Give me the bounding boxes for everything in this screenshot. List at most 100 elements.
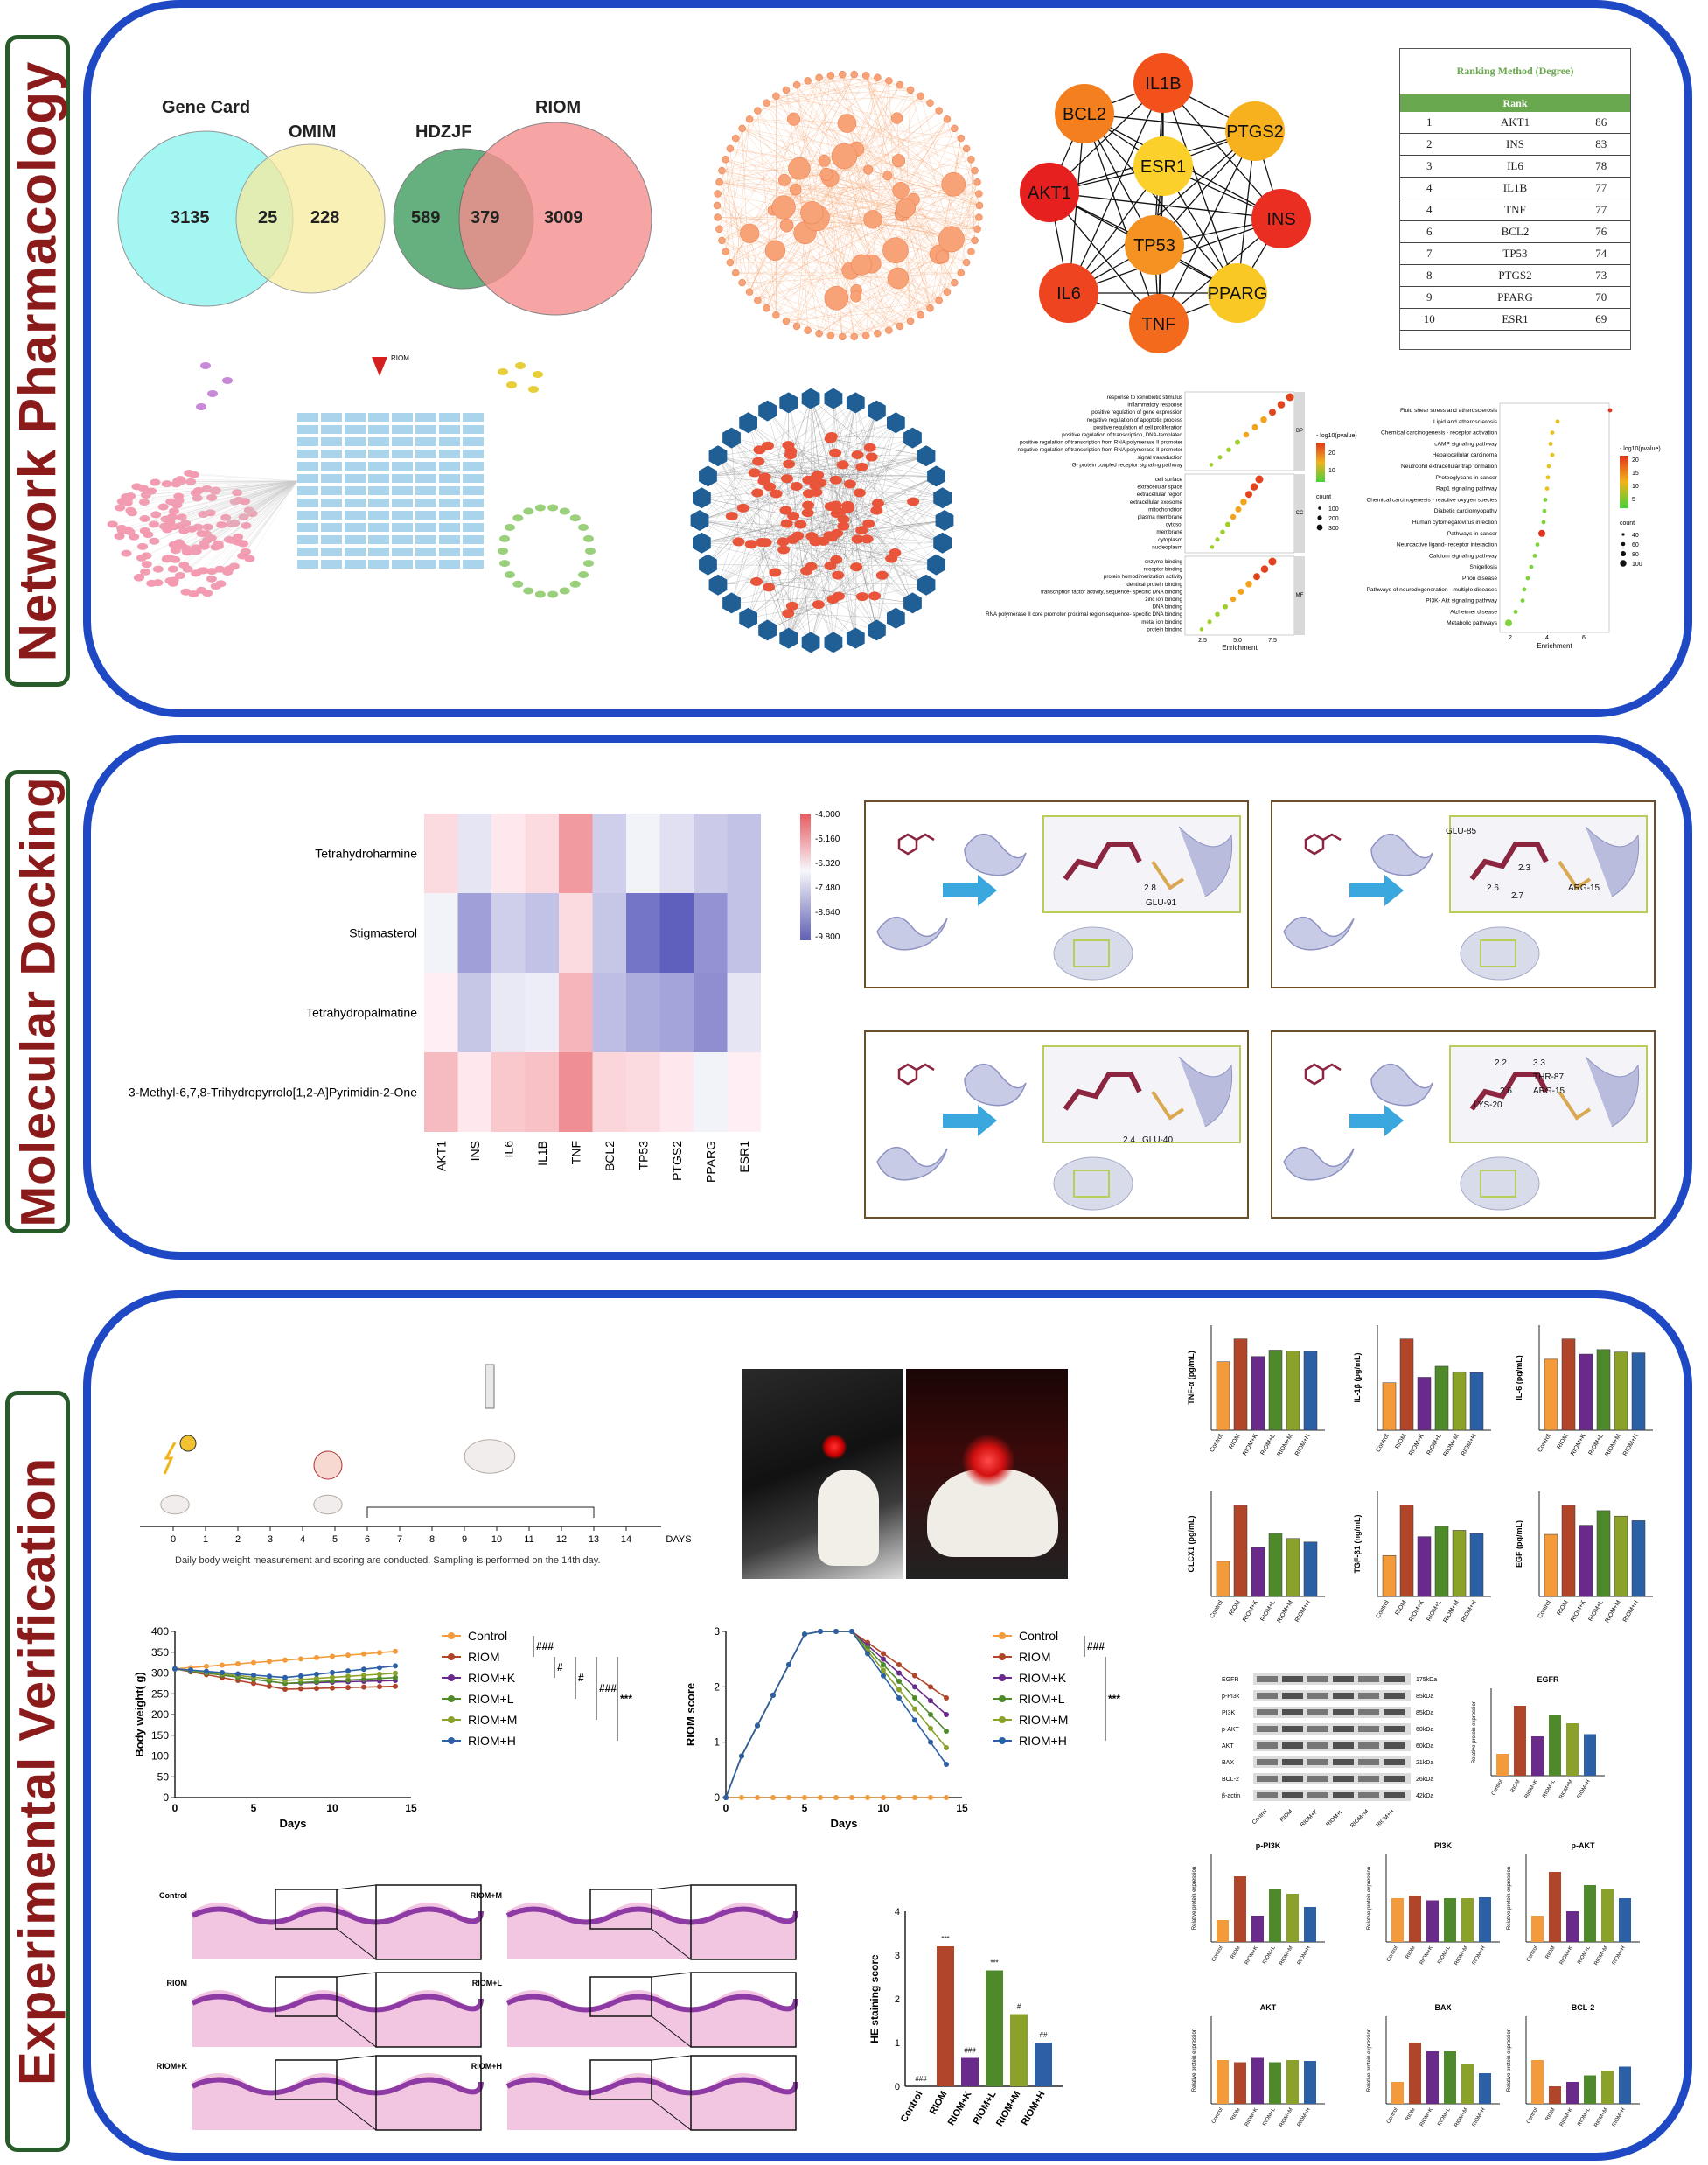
ppi-node xyxy=(715,225,723,234)
kegg-legend-title: - log10(pvalue) xyxy=(1620,446,1661,452)
group-label: RIOM xyxy=(928,2090,950,2117)
blot-band xyxy=(1257,1759,1278,1765)
band-size: 85kDa xyxy=(1416,1710,1433,1716)
protein-ylabel: Relative protein expression xyxy=(1367,1867,1372,1930)
cytokine-ylabel: EGF (pg/mL) xyxy=(1515,1520,1523,1568)
hub-node-tp53 xyxy=(1125,215,1184,275)
ppi-node xyxy=(863,164,874,175)
hex-edge xyxy=(708,450,791,565)
band-label: p-PI3k xyxy=(1222,1694,1240,1700)
kegg-term: Calcium signaling pathway xyxy=(1429,553,1498,559)
hexagon-network xyxy=(690,388,954,653)
target-node xyxy=(368,499,389,507)
green-node xyxy=(523,507,534,515)
protein-surface-icon xyxy=(1460,1156,1540,1211)
green-node xyxy=(504,523,515,531)
series-point xyxy=(361,1651,366,1657)
ranking-cell-score: 76 xyxy=(1572,220,1630,243)
group-label: RIOM+L xyxy=(1260,1599,1277,1622)
go-term: extracellular exosome xyxy=(1130,499,1183,506)
green-node xyxy=(534,590,546,598)
hex-edge xyxy=(833,398,875,597)
hex-edge xyxy=(830,438,877,631)
ppi-node xyxy=(917,311,924,319)
series-point xyxy=(723,1795,729,1800)
y-tick-label: 0 xyxy=(163,1791,169,1804)
pink-node xyxy=(115,504,126,512)
target-ellipse xyxy=(829,475,842,485)
ppi-node xyxy=(938,226,965,253)
target-node xyxy=(392,462,413,471)
ranking-cell-rank: 7 xyxy=(1400,242,1459,265)
target-node xyxy=(297,474,318,483)
legend-label: RIOM xyxy=(1019,1650,1051,1664)
comp-edge xyxy=(218,480,298,544)
ppi-node xyxy=(722,156,729,164)
protein-bar xyxy=(1461,1898,1474,1942)
series-point xyxy=(881,1651,886,1657)
target-node xyxy=(368,535,389,544)
ppi-edge xyxy=(776,95,827,175)
hex-edge xyxy=(831,436,913,438)
hex-edge xyxy=(708,476,776,573)
venn1-label-b: OMIM xyxy=(289,122,337,142)
blot-band xyxy=(1307,1792,1328,1798)
venn-genecard-omim xyxy=(117,130,386,307)
hex-edge xyxy=(833,476,937,600)
kegg-bubble xyxy=(1529,564,1534,569)
comp-edge xyxy=(245,480,298,502)
kegg-bubble xyxy=(1550,430,1555,435)
ppi-node xyxy=(951,124,959,133)
hex-edge xyxy=(717,513,837,585)
protein-title: EGFR xyxy=(1537,1675,1559,1684)
comp-edge xyxy=(171,480,298,502)
residue-icon xyxy=(1558,860,1592,890)
ligand-zoom-icon xyxy=(1063,1072,1142,1111)
kegg-term: Lipid and atherosclerosis xyxy=(1433,419,1498,425)
group-label: RIOM+M xyxy=(1605,1599,1622,1624)
hex-edge xyxy=(748,503,879,618)
series-point xyxy=(770,1795,776,1800)
hex-edge xyxy=(756,581,927,585)
compound-hexagon xyxy=(868,400,886,422)
ranking-cell-gene: PTGS2 xyxy=(1458,264,1572,287)
go-term: plasma membrane xyxy=(1138,514,1183,520)
venn-hdzjf-riom xyxy=(393,122,652,316)
ppi-node xyxy=(943,115,952,123)
ppi-node xyxy=(782,86,791,94)
pink-node xyxy=(107,520,118,528)
comp-edge xyxy=(246,480,298,527)
ppi-edge xyxy=(717,80,889,194)
ranking-cell-score: 69 xyxy=(1572,308,1630,331)
band-label: β-actin xyxy=(1222,1793,1240,1799)
compound-hexagon xyxy=(824,388,843,409)
ppi-edge xyxy=(749,291,867,336)
protein-ribbon-icon xyxy=(1370,1064,1433,1107)
band-label: BAX xyxy=(1222,1760,1234,1766)
kegg-enrichment-chart: Fluid shear stress and atherosclerosisLi… xyxy=(1366,402,1661,650)
hex-edge xyxy=(717,513,808,585)
target-node xyxy=(345,523,366,532)
series-point xyxy=(912,1673,917,1679)
hub-node-label: ESR1 xyxy=(1140,157,1186,177)
y-tick-label: 0 xyxy=(895,2082,900,2092)
target-node xyxy=(415,560,436,569)
pink-node xyxy=(138,499,150,506)
group-label: Control xyxy=(1526,2107,1539,2125)
comp-edge xyxy=(220,480,298,584)
group-label: RIOM+M xyxy=(1279,1945,1293,1966)
hex-edge xyxy=(717,456,787,524)
target-ellipse xyxy=(855,526,868,535)
timeline-tick-label: 12 xyxy=(556,1534,567,1545)
series-point xyxy=(865,1795,870,1800)
ppi-edge xyxy=(865,75,952,240)
ppi-edge xyxy=(812,75,832,213)
photo-laser-1 xyxy=(822,1435,847,1459)
series-point xyxy=(267,1683,272,1689)
protein-bar xyxy=(1286,1894,1299,1942)
group-label: RIOM xyxy=(1545,2107,1557,2122)
